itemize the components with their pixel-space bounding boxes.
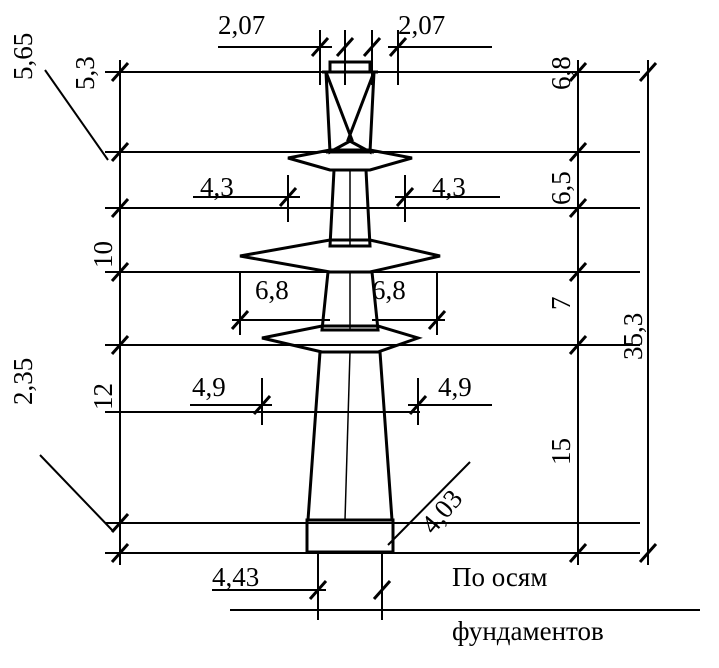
tower-outline (239, 60, 441, 554)
label-left-2-35: 2,35 (8, 357, 38, 405)
label-arm1-left: 4,3 (200, 172, 234, 202)
label-left-5-65: 5,65 (8, 32, 38, 80)
label-right-6-8: 6,8 (546, 56, 576, 90)
leader-lines (39, 69, 471, 546)
label-right-15: 15 (546, 438, 576, 465)
label-base-4-43: 4,43 (212, 562, 260, 592)
note-line-2: фундаментов (452, 616, 604, 646)
label-right-7: 7 (546, 296, 576, 311)
note-line-1: По осям (452, 562, 548, 592)
label-left-10: 10 (88, 241, 118, 268)
label-arm1-right: 4,3 (432, 172, 466, 202)
label-top-right-width: 2,07 (398, 10, 446, 40)
label-left-5-3: 5,3 (70, 56, 100, 90)
label-top-left-width: 2,07 (218, 10, 266, 40)
label-arm2-left: 6,8 (255, 275, 289, 305)
dimension-ticks (110, 37, 658, 600)
label-right-6-5: 6,5 (546, 171, 576, 205)
label-arm3-right: 4,9 (438, 372, 472, 402)
vertical-dimension-lines (119, 30, 649, 620)
arm-dimension-lines (190, 196, 500, 591)
label-arm3-left: 4,9 (192, 372, 226, 402)
label-left-12: 12 (88, 383, 118, 410)
label-total-35-3: 35,3 (618, 312, 648, 360)
tower-inner-lines (344, 170, 351, 521)
label-arm2-right: 6,8 (372, 275, 406, 305)
